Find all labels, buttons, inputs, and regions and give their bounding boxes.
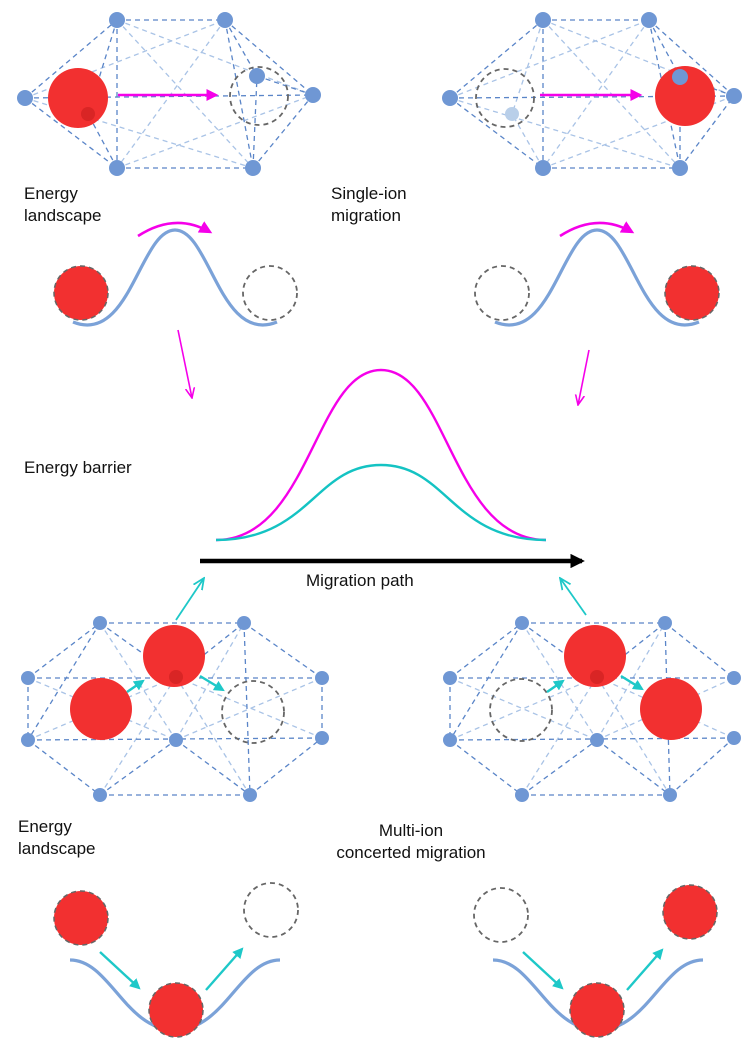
ion: [143, 625, 205, 687]
multi-ion-label-line1: Multi-ion: [378, 821, 444, 840]
single-ion-label-line1: Single-ion: [331, 184, 407, 203]
single-ion-migration-label: Single-ion migration: [331, 183, 407, 227]
migration-path-label: Migration path: [306, 571, 414, 590]
energy-landscape-label-line1: Energy: [24, 184, 78, 203]
ion: [655, 66, 715, 126]
multi-ion-migration-label: Multi-ion concerted migration: [326, 820, 496, 864]
multi-ion-barrier-curve: [215, 463, 547, 542]
ion: [564, 625, 626, 687]
ion: [53, 890, 109, 946]
energy-barrier-label: Energy barrier: [24, 458, 132, 477]
multi-ion-landscape-right: [473, 884, 718, 1038]
hop-arrow: [126, 679, 145, 693]
hop-arrow: [559, 221, 635, 238]
ion: [664, 265, 720, 321]
ion: [569, 982, 625, 1038]
hop-arrow: [546, 679, 565, 693]
single-ion-landscape-left: [53, 221, 298, 327]
energy-landscape-label-top: Energy landscape: [24, 183, 102, 227]
single-ion-network-right: [442, 12, 742, 176]
vacancy-site: [475, 68, 535, 128]
energy-landscape-label-line2: landscape: [24, 206, 102, 225]
single-ion-landscape-right: [474, 221, 720, 327]
pointer-arrow-left: [175, 578, 204, 621]
ion: [48, 68, 108, 128]
vacancy-site: [489, 678, 553, 742]
ion: [53, 265, 109, 321]
hop-arrow: [620, 674, 644, 691]
vacancy-site: [473, 887, 529, 943]
pointer-arrow-right: [560, 578, 587, 616]
multi-ion-network-left: [21, 616, 329, 802]
vacancy-site: [229, 66, 289, 126]
hop-arrow: [199, 674, 225, 692]
energy-landscape-label-line2: landscape: [18, 839, 96, 858]
ion: [662, 884, 718, 940]
ion: [70, 678, 132, 740]
hop-arrow: [626, 948, 664, 991]
ion: [640, 678, 702, 740]
vacancy-site: [474, 265, 530, 321]
vacancy-site: [242, 265, 298, 321]
ion: [148, 982, 204, 1038]
multi-ion-landscape-left: [53, 882, 299, 1038]
multi-ion-label-line2: concerted migration: [336, 843, 486, 862]
hop-arrow: [522, 951, 564, 990]
single-ion-label-line2: migration: [331, 206, 401, 225]
vacancy-site: [243, 882, 299, 938]
energy-landscape-label-line1: Energy: [18, 817, 72, 836]
hop-arrow: [99, 951, 141, 990]
hop-arrow: [137, 221, 213, 238]
pointer-arrow-right: [578, 349, 590, 405]
energy-barrier-plot: [200, 368, 585, 569]
energy-landscape-label-bottom: Energy landscape: [18, 816, 96, 860]
pointer-arrow-left: [177, 329, 192, 398]
hop-arrow: [205, 947, 244, 991]
single-ion-network-left: [17, 12, 321, 176]
multi-ion-network-right: [443, 616, 741, 802]
vacancy-site: [221, 680, 285, 744]
single-ion-barrier-curve: [215, 368, 547, 542]
